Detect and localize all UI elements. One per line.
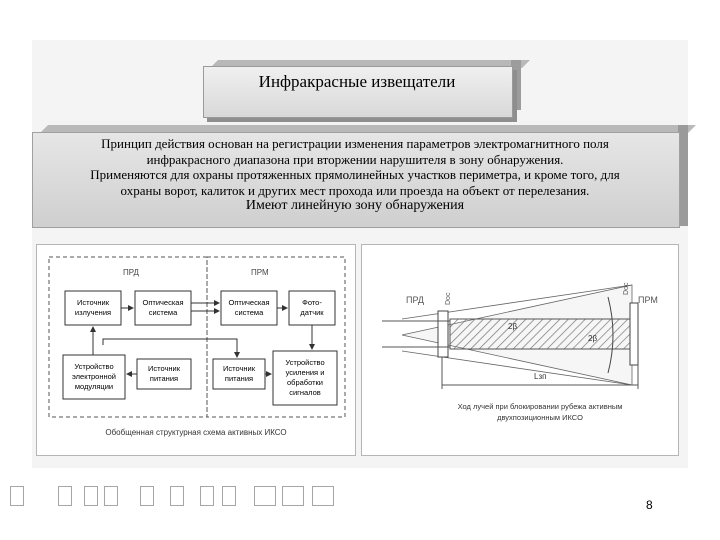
receiver-body-icon bbox=[629, 302, 639, 366]
page-number: 8 bbox=[646, 498, 653, 512]
optical-system-tx-block bbox=[134, 290, 192, 326]
amplifier-device-label: Устройство bbox=[285, 358, 324, 367]
modulation-device-label: модуляции bbox=[75, 382, 113, 391]
optical-system-rx-block bbox=[220, 290, 278, 326]
description-line-detection-zone: Имеют линейную зону обнаружения bbox=[245, 198, 465, 213]
beam-diagram-caption: Ход лучей при блокировании рубежа активн… bbox=[458, 402, 623, 411]
optical-system-rx-label: система bbox=[235, 308, 264, 317]
connection-lines bbox=[90, 300, 315, 377]
power-source-tx-label: Источник bbox=[148, 364, 181, 373]
nav-glyph-icon[interactable] bbox=[282, 486, 304, 506]
radiation-source-label: Источник bbox=[77, 298, 110, 307]
amplifier-device-block bbox=[272, 350, 338, 406]
transmitter-lens-icon bbox=[437, 310, 449, 358]
label-receiver: ПРМ bbox=[638, 295, 658, 305]
description-line: Принцип действия основан на регистрации … bbox=[101, 136, 609, 151]
label-angle-2: 2β bbox=[588, 334, 597, 343]
description-plaque bbox=[32, 132, 680, 228]
description-line: инфракрасного диапазона при вторжении на… bbox=[146, 151, 564, 167]
description-line: охраны ворот, калиток и других мест прох… bbox=[120, 182, 590, 198]
description-text: Принцип действия основан на регистрации … bbox=[40, 136, 670, 214]
detection-zone-hatched bbox=[449, 318, 635, 350]
modulation-device-block bbox=[62, 354, 126, 400]
photo-sensor-label: датчик bbox=[300, 308, 324, 317]
power-source-tx-label: питания bbox=[150, 374, 178, 383]
optical-system-rx-label: Оптическая bbox=[228, 298, 269, 307]
optical-system-tx-label: система bbox=[149, 308, 178, 317]
nav-glyph-icon[interactable] bbox=[312, 486, 334, 506]
beam-diagram: ПРД ПРМ Dос Dос 2β 2β Lзп Ход лучей при … bbox=[382, 282, 658, 422]
nav-glyph-icon[interactable] bbox=[254, 486, 276, 506]
nav-glyph-icon[interactable] bbox=[84, 486, 98, 506]
beam-diagram-caption: двухпозиционным ИКСО bbox=[497, 413, 583, 422]
radiation-source-label: излучения bbox=[75, 308, 111, 317]
modulation-device-label: Устройство bbox=[74, 362, 113, 371]
nav-glyph-icon[interactable] bbox=[10, 486, 24, 506]
amplifier-device-label: усиления и bbox=[286, 368, 325, 377]
block-diagram-panel: ПРД ПРМ Источник излучения Оптическая си… bbox=[36, 244, 356, 456]
beam-diagram-panel: ПРД ПРМ Dос Dос 2β 2β Lзп Ход лучей при … bbox=[361, 244, 679, 456]
group-label-transmitter: ПРД bbox=[123, 268, 140, 277]
nav-glyph-icon[interactable] bbox=[170, 486, 184, 506]
modulation-device-label: электронной bbox=[72, 372, 116, 381]
power-source-rx-label: питания bbox=[225, 374, 253, 383]
amplifier-device-label: сигналов bbox=[289, 388, 321, 397]
nav-glyph-icon[interactable] bbox=[200, 486, 214, 506]
label-angle-1: 2β bbox=[508, 322, 517, 331]
nav-glyph-icon[interactable] bbox=[222, 486, 236, 506]
nav-glyph-icon[interactable] bbox=[58, 486, 72, 506]
amplifier-device-label: обработки bbox=[287, 378, 323, 387]
title-plaque-side bbox=[511, 60, 521, 110]
optical-system-tx-label: Оптическая bbox=[142, 298, 183, 307]
group-label-receiver: ПРМ bbox=[251, 268, 269, 277]
power-source-rx-label: Источник bbox=[223, 364, 256, 373]
photo-sensor-block bbox=[288, 290, 336, 326]
label-length: Lзп bbox=[534, 372, 546, 381]
description-plaque-side bbox=[678, 125, 688, 226]
title-plaque bbox=[203, 66, 513, 118]
transmitter-group bbox=[48, 256, 208, 418]
power-source-rx-block bbox=[212, 358, 266, 390]
block-diagram-caption: Обобщенная структурная схема активных ИК… bbox=[105, 428, 286, 437]
receiver-lens-icon bbox=[607, 296, 614, 374]
nav-glyph-icon[interactable] bbox=[140, 486, 154, 506]
block-diagram: ПРД ПРМ Источник излучения Оптическая си… bbox=[48, 256, 346, 437]
label-d-rx: Dос bbox=[623, 282, 630, 295]
description-line: Применяются для охраны протяженных прямо… bbox=[90, 167, 620, 182]
page-title: Инфракрасные извещатели bbox=[258, 72, 456, 91]
label-d-tx: Dос bbox=[445, 292, 452, 305]
nav-glyph-icon[interactable] bbox=[104, 486, 118, 506]
label-transmitter: ПРД bbox=[406, 295, 424, 305]
receiver-group bbox=[206, 256, 346, 418]
photo-sensor-label: Фото- bbox=[302, 298, 322, 307]
